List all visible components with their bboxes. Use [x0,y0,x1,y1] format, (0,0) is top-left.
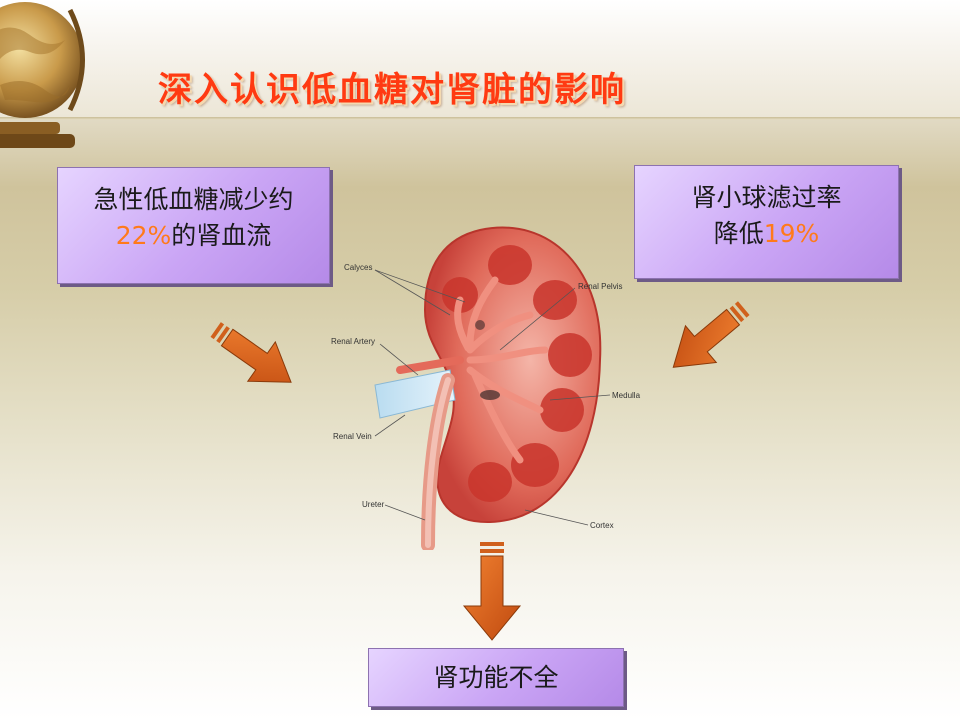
info-box-gfr: 肾小球滤过率 降低19% [634,165,899,279]
label-renal-artery: Renal Artery [331,337,375,346]
label-renal-pelvis: Renal Pelvis [578,282,622,291]
box-right-line2: 降低19% [635,216,898,252]
box-left-line2: 22%的肾血流 [58,218,329,254]
box-right-line1: 肾小球滤过率 [691,183,842,212]
arrow-down-right-icon [210,322,292,383]
info-box-renal-insufficiency: 肾功能不全 [368,648,624,707]
header-divider [0,117,960,120]
header-band [0,0,960,118]
box-bottom-text: 肾功能不全 [433,663,559,692]
globe-icon [0,2,85,148]
page-title: 深入认识低血糖对肾脏的影响 [158,70,626,110]
box-right-line2-prefix: 降低 [713,219,764,248]
label-medulla: Medulla [612,391,641,400]
label-renal-vein: Renal Vein [333,432,372,441]
box-left-line1: 急性低血糖减少约 [93,185,294,214]
box-right-highlight: 19% [763,219,820,248]
box-left-line2-rest: 的肾血流 [171,221,272,250]
box-left-highlight: 22% [115,221,172,250]
arrow-down-icon [462,542,522,641]
arrow-down-left-icon [672,301,750,368]
kidney-illustration: Calyces Renal Pelvis Renal Artery Medull… [331,226,641,550]
label-ureter: Ureter [362,500,385,509]
info-box-renal-blood-flow: 急性低血糖减少约 22%的肾血流 [57,167,330,284]
label-cortex: Cortex [590,521,614,530]
label-calyces: Calyces [344,263,372,272]
